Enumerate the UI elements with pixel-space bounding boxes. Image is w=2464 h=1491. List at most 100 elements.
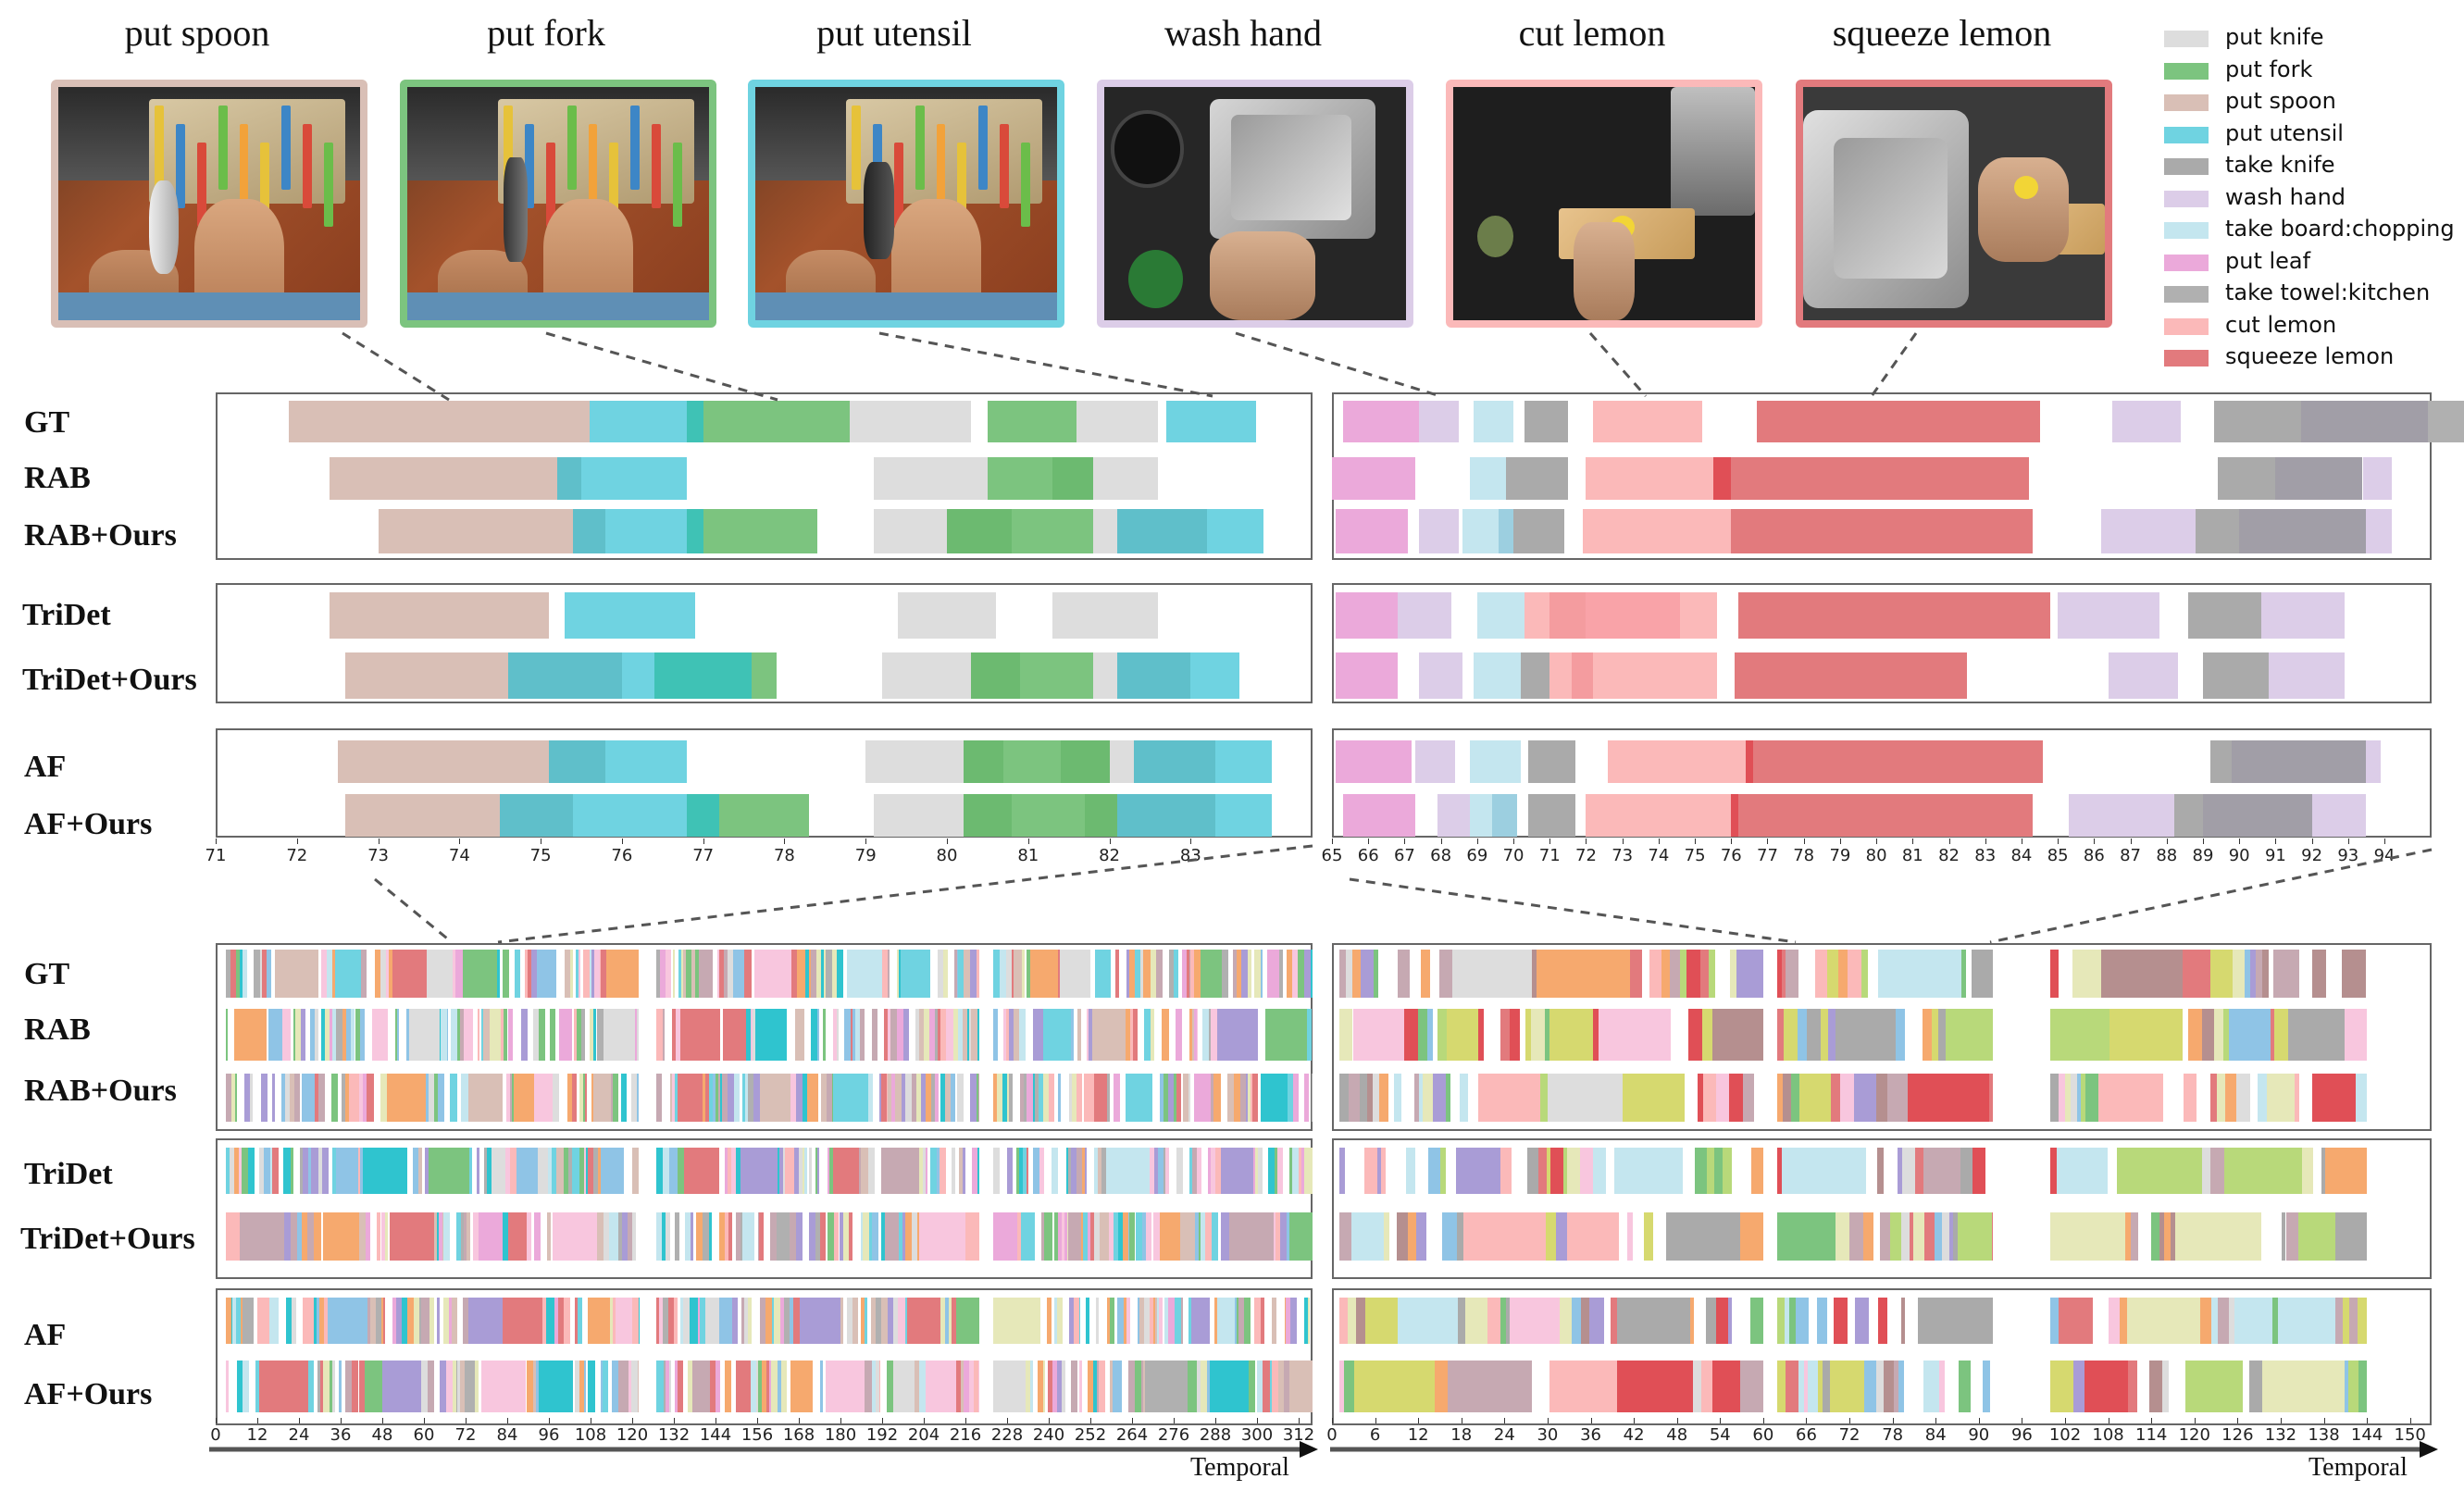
timeline-segment bbox=[1043, 1074, 1049, 1122]
x-tick-label: 276 bbox=[1157, 1425, 1190, 1445]
timeline-segment bbox=[966, 1009, 969, 1061]
timeline-segment bbox=[733, 1074, 740, 1122]
timeline-segment bbox=[784, 1148, 791, 1194]
zoom-segment bbox=[1085, 794, 1118, 837]
x-tick-mark bbox=[799, 1418, 800, 1423]
timeline-segment bbox=[1286, 1298, 1291, 1344]
x-tick-label: 89 bbox=[2192, 846, 2214, 865]
timeline-segment bbox=[1048, 1074, 1054, 1122]
timeline-segment bbox=[1784, 1009, 1798, 1061]
timeline-segment bbox=[789, 1212, 796, 1261]
x-tick-label: 78 bbox=[773, 846, 795, 865]
timeline-segment bbox=[1777, 1298, 1786, 1344]
zoom-segment bbox=[2311, 794, 2367, 837]
x-tick-label: 108 bbox=[2092, 1425, 2124, 1445]
timeline-segment bbox=[735, 1148, 741, 1194]
zoom-segment bbox=[1524, 592, 1550, 639]
timeline-segment bbox=[1094, 1148, 1099, 1194]
timeline-segment bbox=[1923, 1148, 1960, 1194]
timeline-segment bbox=[977, 1148, 979, 1194]
timeline-segment bbox=[598, 1148, 602, 1194]
timeline-segment bbox=[1460, 1074, 1469, 1122]
x-tick-label: 67 bbox=[1393, 846, 1415, 865]
timeline-segment bbox=[451, 950, 454, 998]
timeline-segment bbox=[656, 1074, 663, 1122]
x-tick-mark bbox=[1332, 1418, 1333, 1423]
connector-cut-lemon bbox=[1588, 332, 1648, 397]
timeline-segment bbox=[1898, 1074, 1909, 1122]
row-label-af: AF bbox=[24, 750, 67, 784]
timeline-segment bbox=[1807, 1009, 1821, 1061]
zoom-segment bbox=[898, 592, 996, 639]
timeline-segment bbox=[773, 1298, 780, 1344]
timeline-segment bbox=[753, 950, 792, 998]
timeline-segment bbox=[1438, 950, 1453, 998]
timeline-segment bbox=[868, 1148, 876, 1194]
timeline-segment bbox=[320, 1009, 325, 1061]
timeline-segment bbox=[330, 1361, 333, 1412]
timeline-segment bbox=[579, 1148, 585, 1194]
timeline-segment bbox=[817, 1148, 820, 1194]
timeline-segment bbox=[872, 1009, 878, 1061]
timeline-segment bbox=[233, 1009, 268, 1061]
frame-thumbnail-4 bbox=[1446, 80, 1762, 328]
timeline-segment bbox=[815, 1148, 818, 1194]
timeline-segment bbox=[612, 1298, 616, 1344]
zoom-segment bbox=[1020, 652, 1093, 699]
timeline-segment bbox=[823, 950, 826, 998]
timeline-segment bbox=[591, 1074, 593, 1122]
timeline-segment bbox=[677, 1148, 685, 1194]
timeline-segment bbox=[1988, 1074, 1994, 1122]
timeline-segment bbox=[1798, 1074, 1831, 1122]
timeline-segment bbox=[512, 1074, 514, 1122]
timeline-segment bbox=[887, 1298, 893, 1344]
x-tick-label: 180 bbox=[824, 1425, 857, 1445]
timeline-segment bbox=[367, 1074, 374, 1122]
timeline-segment bbox=[776, 1212, 790, 1261]
timeline-segment bbox=[2225, 1074, 2237, 1122]
timeline-segment bbox=[1983, 1361, 1991, 1412]
timeline-segment bbox=[332, 1009, 336, 1061]
timeline-segment bbox=[964, 950, 970, 998]
timeline-segment bbox=[833, 1212, 840, 1261]
timeline-segment bbox=[1292, 1074, 1299, 1122]
legend-item-6: take board:chopping bbox=[2164, 216, 2460, 243]
timeline-segment bbox=[2358, 1298, 2368, 1344]
timeline-segment bbox=[230, 1148, 234, 1194]
timeline-segment bbox=[1706, 1298, 1717, 1344]
legend-label: put knife bbox=[2225, 24, 2324, 50]
timeline-segment bbox=[1863, 1361, 1876, 1412]
x-tick-mark bbox=[2194, 1418, 2196, 1423]
timeline-segment bbox=[2232, 950, 2245, 998]
timeline-segment bbox=[886, 1074, 889, 1122]
timeline-segment bbox=[1643, 1212, 1654, 1261]
timeline-segment bbox=[861, 1298, 865, 1344]
timeline-segment bbox=[1237, 950, 1242, 998]
timeline-segment bbox=[509, 1148, 516, 1194]
timeline-segment bbox=[668, 1148, 673, 1194]
timeline-segment bbox=[1991, 1212, 1994, 1261]
timeline-segment bbox=[678, 950, 682, 998]
timeline-segment bbox=[503, 950, 509, 998]
zoom-segment bbox=[345, 794, 501, 837]
timeline-segment bbox=[243, 1361, 250, 1412]
timeline-segment bbox=[386, 950, 389, 998]
timeline-segment bbox=[1514, 1361, 1522, 1412]
x-tick-mark bbox=[378, 839, 380, 844]
timeline-segment bbox=[1579, 1148, 1593, 1194]
timeline-segment bbox=[472, 1212, 479, 1261]
zoom-segment bbox=[1745, 740, 1753, 783]
timeline-segment bbox=[1712, 1361, 1741, 1412]
timeline-segment bbox=[892, 1361, 915, 1412]
timeline-segment bbox=[1699, 950, 1710, 998]
timeline-segment bbox=[741, 1212, 755, 1261]
zoom-segment bbox=[2068, 794, 2174, 837]
timeline-segment bbox=[1426, 1009, 1433, 1061]
timeline-segment bbox=[1106, 1074, 1111, 1122]
zoom-segment bbox=[1520, 652, 1550, 699]
timeline-segment bbox=[993, 1212, 1018, 1261]
timeline-segment bbox=[363, 1148, 408, 1194]
timeline-segment bbox=[611, 1212, 618, 1261]
timeline-segment bbox=[1378, 1074, 1388, 1122]
timeline-segment bbox=[769, 1212, 777, 1261]
